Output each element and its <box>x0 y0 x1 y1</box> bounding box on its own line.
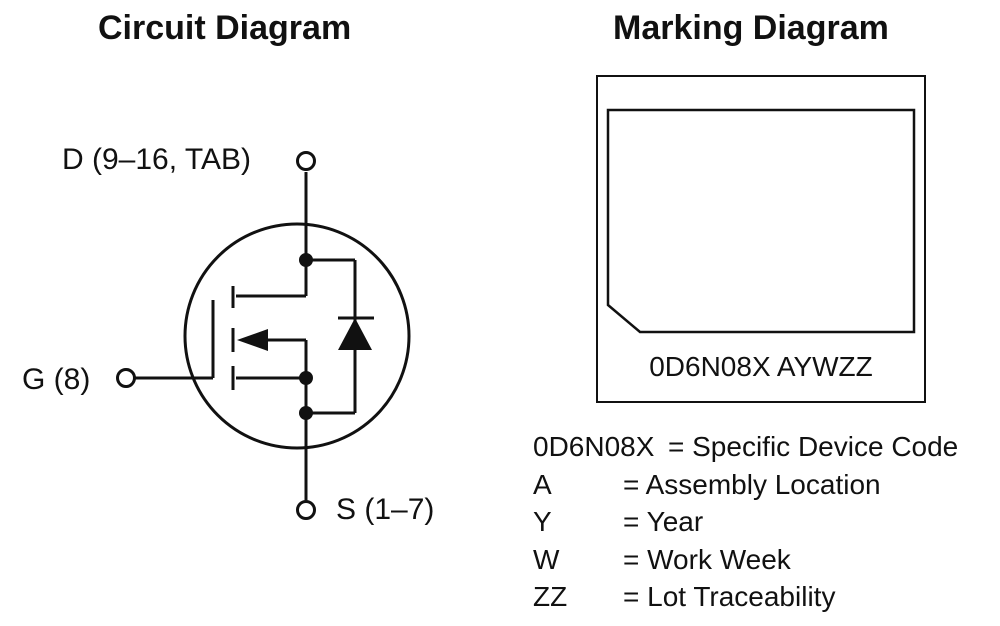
legend-code: 0D6N08X <box>533 431 655 462</box>
legend-code: W <box>533 543 560 575</box>
legend-description: = Year <box>623 506 704 537</box>
marking-diagram-title: Marking Diagram <box>613 9 889 47</box>
device-envelope-circle <box>183 222 411 450</box>
drain-pin-label: D (9–16, TAB) <box>62 143 251 176</box>
body-arrow-icon <box>237 329 268 351</box>
legend-description: = Work Week <box>623 543 791 575</box>
gate-terminal <box>116 368 136 388</box>
gate-pin-label: G (8) <box>22 363 91 396</box>
circuit-diagram-title: Circuit Diagram <box>98 9 352 47</box>
source-pin-label: S (1–7) <box>336 493 435 526</box>
drain-terminal <box>296 151 316 171</box>
package-die-outline <box>606 108 916 334</box>
diode-junction-dot <box>299 406 313 420</box>
legend-code: A <box>533 468 552 500</box>
source-terminal <box>296 500 316 520</box>
package-outline <box>596 75 926 403</box>
legend-description: = Specific Device Code <box>668 431 959 462</box>
legend-description: = Lot Traceability <box>623 581 836 612</box>
legend-code: Y <box>533 506 552 537</box>
diode-triangle-icon <box>338 318 372 350</box>
legend-description: = Assembly Location <box>623 468 881 500</box>
legend-code: ZZ <box>533 581 568 612</box>
mosfet-schematic <box>116 151 411 520</box>
drain-junction-dot <box>299 253 313 267</box>
source-junction-dot <box>299 371 313 385</box>
marking-code-text: 0D6N08X AYWZZ <box>649 351 873 382</box>
